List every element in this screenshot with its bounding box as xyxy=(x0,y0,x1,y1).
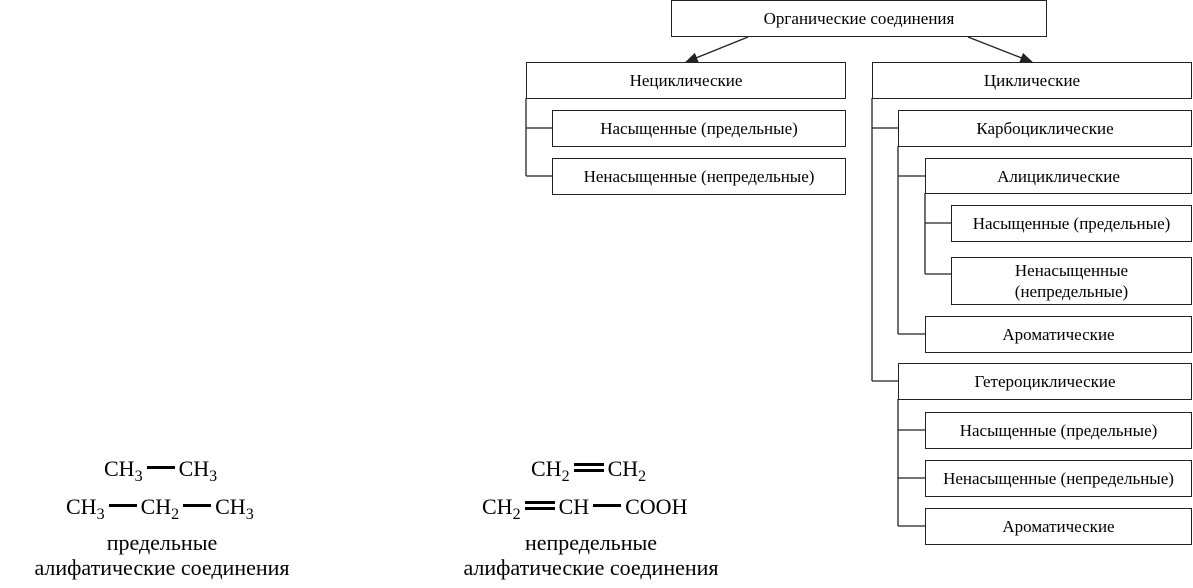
carbocyclic-aromatic-box: Ароматические xyxy=(925,316,1192,353)
propane-group-2: CH2 xyxy=(140,494,180,523)
single-bond xyxy=(183,504,212,507)
ethene-group-1: CH2 xyxy=(531,456,570,485)
acrylic-acid-formula: CH2 CH COOH xyxy=(482,494,688,523)
propane-group-1: CH3 xyxy=(66,494,105,523)
ethane-group-1: CH3 xyxy=(104,456,143,485)
carbocyclic-branch-lines xyxy=(897,146,925,335)
saturated-caption-line1: предельные xyxy=(106,530,218,555)
propane-group-3: CH3 xyxy=(215,494,254,523)
arrow-to-acyclic xyxy=(684,36,749,63)
acyclic-unsaturated-box: Ненасыщенные (непредельные) xyxy=(552,158,846,195)
ethane-formula: CH3 CH3 xyxy=(104,456,218,485)
saturated-caption-line2: алифатические соединения xyxy=(34,555,290,580)
unsaturated-caption-line1: непредельные xyxy=(524,530,658,555)
heterocyclic-unsaturated-box: Ненасыщенные (непредельные) xyxy=(925,460,1192,497)
cyclic-branch-lines xyxy=(871,98,898,382)
alicyclic-branch-lines xyxy=(924,193,951,275)
arrow-to-cyclic xyxy=(967,36,1034,63)
single-bond xyxy=(108,504,137,507)
saturated-caption: предельные алифатические соединения xyxy=(12,530,312,580)
carbocyclic-box: Карбоциклические xyxy=(898,110,1192,147)
double-bond xyxy=(573,463,604,472)
heterocyclic-branch-lines xyxy=(897,399,925,527)
acrylic-group-3: COOH xyxy=(625,494,688,519)
acrylic-group-1: CH2 xyxy=(482,494,521,523)
ethane-group-2: CH3 xyxy=(178,456,218,485)
cyclic-box: Циклические xyxy=(872,62,1192,99)
single-bond xyxy=(146,466,175,469)
alicyclic-unsaturated-box: Ненасыщенные (непредельные) xyxy=(951,257,1192,305)
acyclic-saturated-box: Насыщенные (предельные) xyxy=(552,110,846,147)
acrylic-group-2: CH xyxy=(558,494,590,519)
acyclic-box: Нециклические xyxy=(526,62,846,99)
single-bond xyxy=(593,504,622,507)
propane-formula: CH3 CH2 CH3 xyxy=(66,494,254,523)
acyclic-branch-lines xyxy=(525,98,552,177)
unsaturated-caption-line2: алифатические соединения xyxy=(463,555,719,580)
double-bond xyxy=(524,501,555,510)
unsaturated-caption: непредельные алифатические соединения xyxy=(441,530,741,580)
ethene-group-2: CH2 xyxy=(607,456,647,485)
root-box: Органические соединения xyxy=(671,0,1047,37)
heterocyclic-box: Гетероциклические xyxy=(898,363,1192,400)
heterocyclic-aromatic-box: Ароматические xyxy=(925,508,1192,545)
alicyclic-box: Алициклические xyxy=(925,158,1192,194)
heterocyclic-saturated-box: Насыщенные (предельные) xyxy=(925,412,1192,449)
alicyclic-saturated-box: Насыщенные (предельные) xyxy=(951,205,1192,242)
ethene-formula: CH2 CH2 xyxy=(531,456,647,485)
